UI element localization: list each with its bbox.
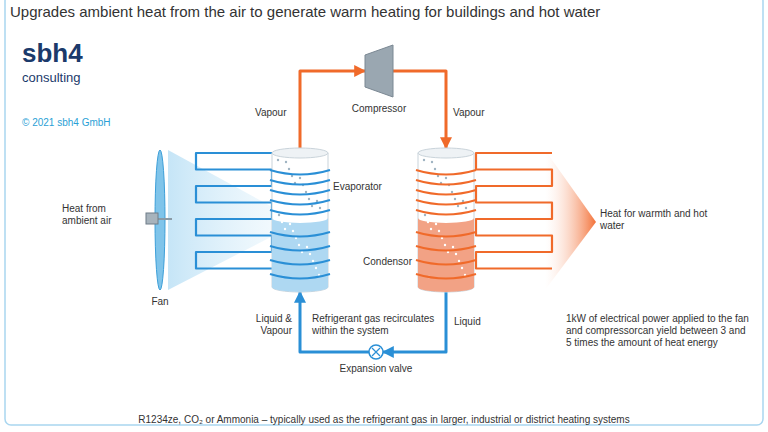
component-label: Evaporator [333,181,382,193]
label: consulting [22,70,81,86]
label: 1kW of electrical power applied to the f… [566,313,752,349]
frame [5,0,763,425]
label: sbh4 [22,38,83,69]
label: Refrigerant gas recirculates within the … [312,313,444,337]
component-label: Expansion valve [325,363,427,375]
component: Compressor [365,45,393,97]
component-label: Compressor [331,103,427,115]
component-label: Fan [140,296,180,308]
component: Evaporator [272,148,328,292]
trap-shape [365,45,393,97]
component: Condensor [418,148,474,292]
title: Upgrades ambient heat from the air to ge… [10,3,600,21]
label: © 2021 sbh4 GmbH [22,117,111,129]
component-label: Condensor [348,256,412,268]
cyl-shape [418,148,474,292]
pipe-label: Vapour [453,107,485,119]
label: Heat from ambient air [62,203,140,227]
valve-symbol: Expansion valve [369,345,383,359]
component: Fan [150,148,170,292]
pipe-label: Liquid & Vapour [244,313,292,337]
label: Heat for warmth and hot water [600,208,710,232]
coil-pipe [196,153,272,269]
valve-shape [369,345,383,359]
caption: R1234ze, CO₂ or Ammonia – typically used… [10,414,758,426]
fan-shape [150,148,170,292]
cyl-shape [272,148,328,292]
pipe-label: Liquid [454,316,481,328]
coil-pipe [476,153,552,269]
pipe-label: Vapour [255,107,287,119]
